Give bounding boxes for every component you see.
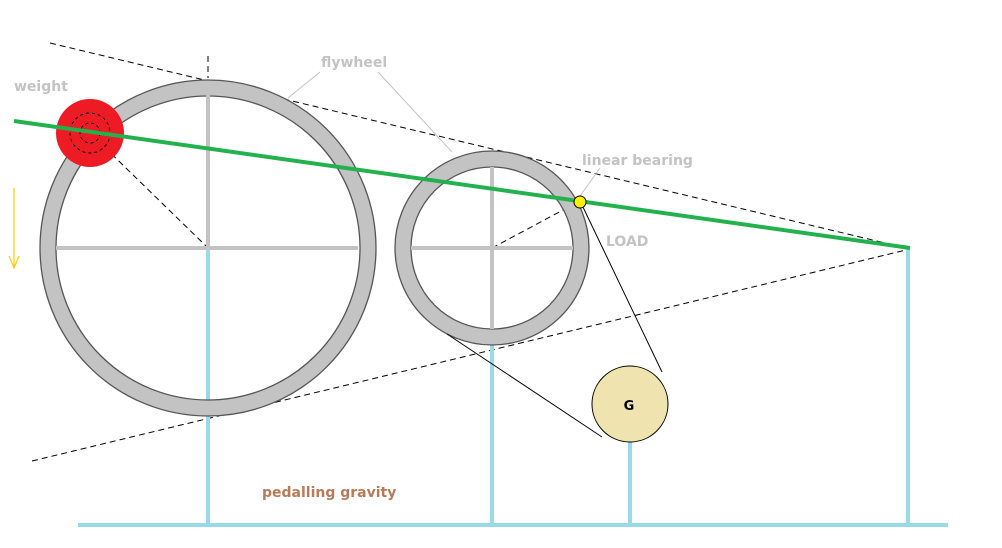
generator-label: G <box>624 399 635 414</box>
dashed-line-weight-to-hub <box>89 132 207 247</box>
bearing-leader <box>579 167 601 197</box>
generator-belt <box>446 204 663 438</box>
flywheel-leader-big <box>287 71 321 99</box>
linear-bearing <box>573 195 587 209</box>
small-flywheel <box>394 150 590 346</box>
dashed-line-bottom <box>31 249 907 462</box>
flywheel-leader-small <box>377 71 453 153</box>
weight-label: weight <box>14 79 68 95</box>
big-flywheel <box>39 79 377 417</box>
flywheel-label: flywheel <box>321 55 387 71</box>
generator-body <box>591 365 669 443</box>
generator: G <box>591 365 669 443</box>
big-flywheel-outer-edge <box>39 79 377 417</box>
small-flywheel-rim <box>395 151 589 345</box>
flywheel-leader-lines <box>287 71 601 197</box>
dashed-line-top <box>49 42 886 244</box>
load-label: LOAD <box>606 234 648 250</box>
belt-upper <box>581 204 663 373</box>
linear-bearing-label: linear bearing <box>582 153 693 169</box>
belt-lower <box>446 333 603 438</box>
diagram-title: pedalling gravity <box>262 485 396 501</box>
small-flywheel-outer-edge <box>394 150 590 346</box>
lever-beam <box>13 119 911 250</box>
support-frame <box>78 248 948 527</box>
gravity-arrow-icon <box>8 188 20 270</box>
